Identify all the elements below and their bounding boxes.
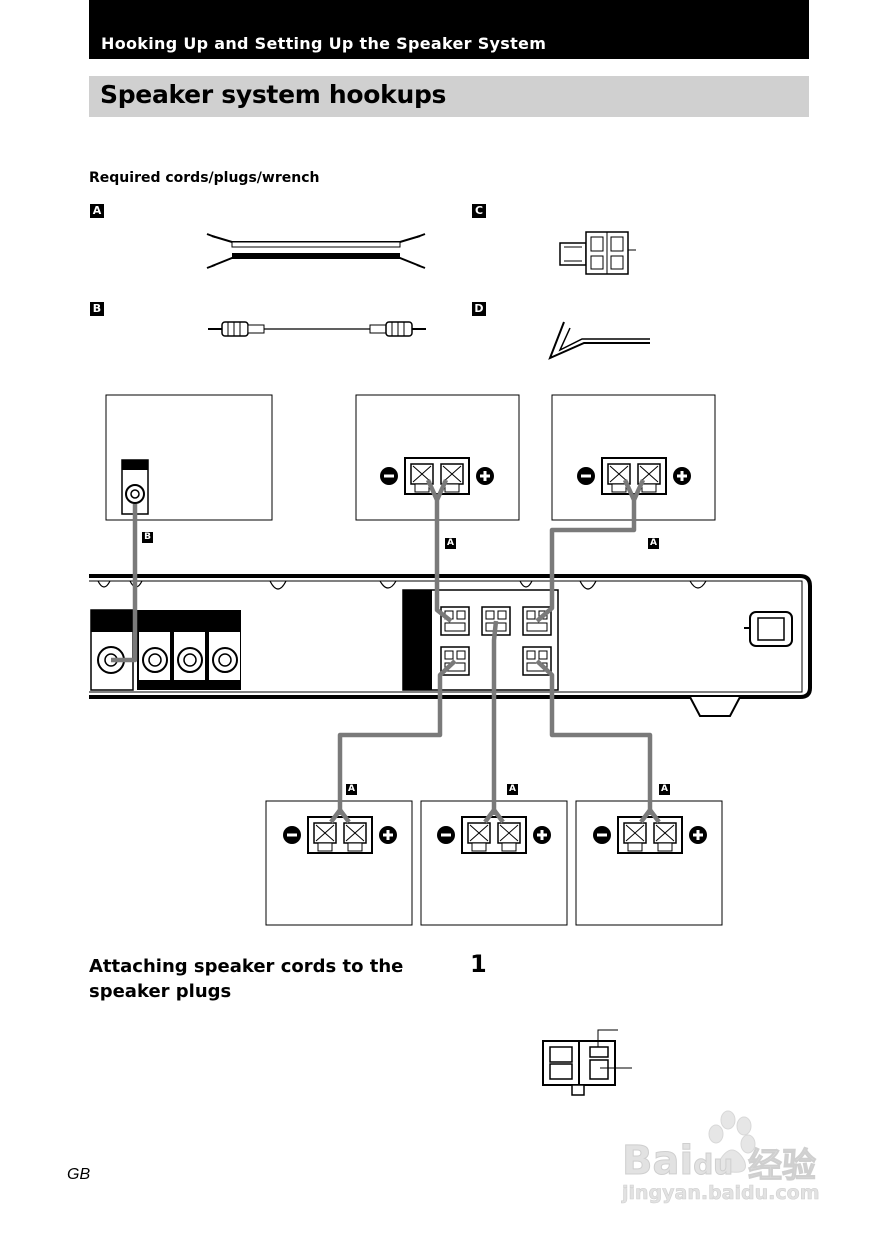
video-cord-line [111, 504, 138, 663]
connection-cords [111, 479, 661, 824]
watermark-url: jingyan.baidu.com [622, 1182, 820, 1205]
item-letter-c: C [472, 204, 486, 218]
title-bar: Speaker system hookups [89, 76, 809, 117]
cord-label-a-surround-right: A [659, 784, 670, 795]
section-header-title: Hooking Up and Setting Up the Speaker Sy… [101, 34, 547, 53]
baidu-paw-icon [708, 1110, 756, 1173]
attach-section-heading: Attaching speaker cords to the speaker p… [89, 956, 404, 1002]
page-code: GB [67, 1166, 91, 1183]
hex-wrench-icon [548, 321, 650, 360]
required-items-heading: Required cords/plugs/wrench [89, 170, 320, 186]
cord-label-b: B [142, 532, 153, 543]
speaker-plug-icon [559, 231, 636, 275]
main-unit-rear-panel [89, 574, 812, 717]
page-title: Speaker system hookups [100, 80, 447, 109]
watermark-cn: 经验 [748, 1146, 817, 1187]
video-cord-icon [208, 321, 426, 337]
cord-label-a-front-right: A [648, 538, 659, 549]
speaker-plug-detail-drawing [542, 1029, 632, 1096]
watermark-brand: Baidu [621, 1138, 734, 1185]
item-letter-a: A [90, 204, 104, 218]
baidu-watermark: Baidu 经验 jingyan.baidu.com [620, 1110, 830, 1215]
cord-label-a-surround-left: A [346, 784, 357, 795]
cord-label-a-front-left: A [445, 538, 456, 549]
step-number: 1 [470, 950, 487, 978]
speaker-cord-icon [206, 233, 426, 269]
cord-label-a-center: A [507, 784, 518, 795]
item-letter-d: D [472, 302, 486, 316]
item-letter-b: B [90, 302, 104, 316]
section-header-bar: Hooking Up and Setting Up the Speaker Sy… [89, 0, 809, 59]
